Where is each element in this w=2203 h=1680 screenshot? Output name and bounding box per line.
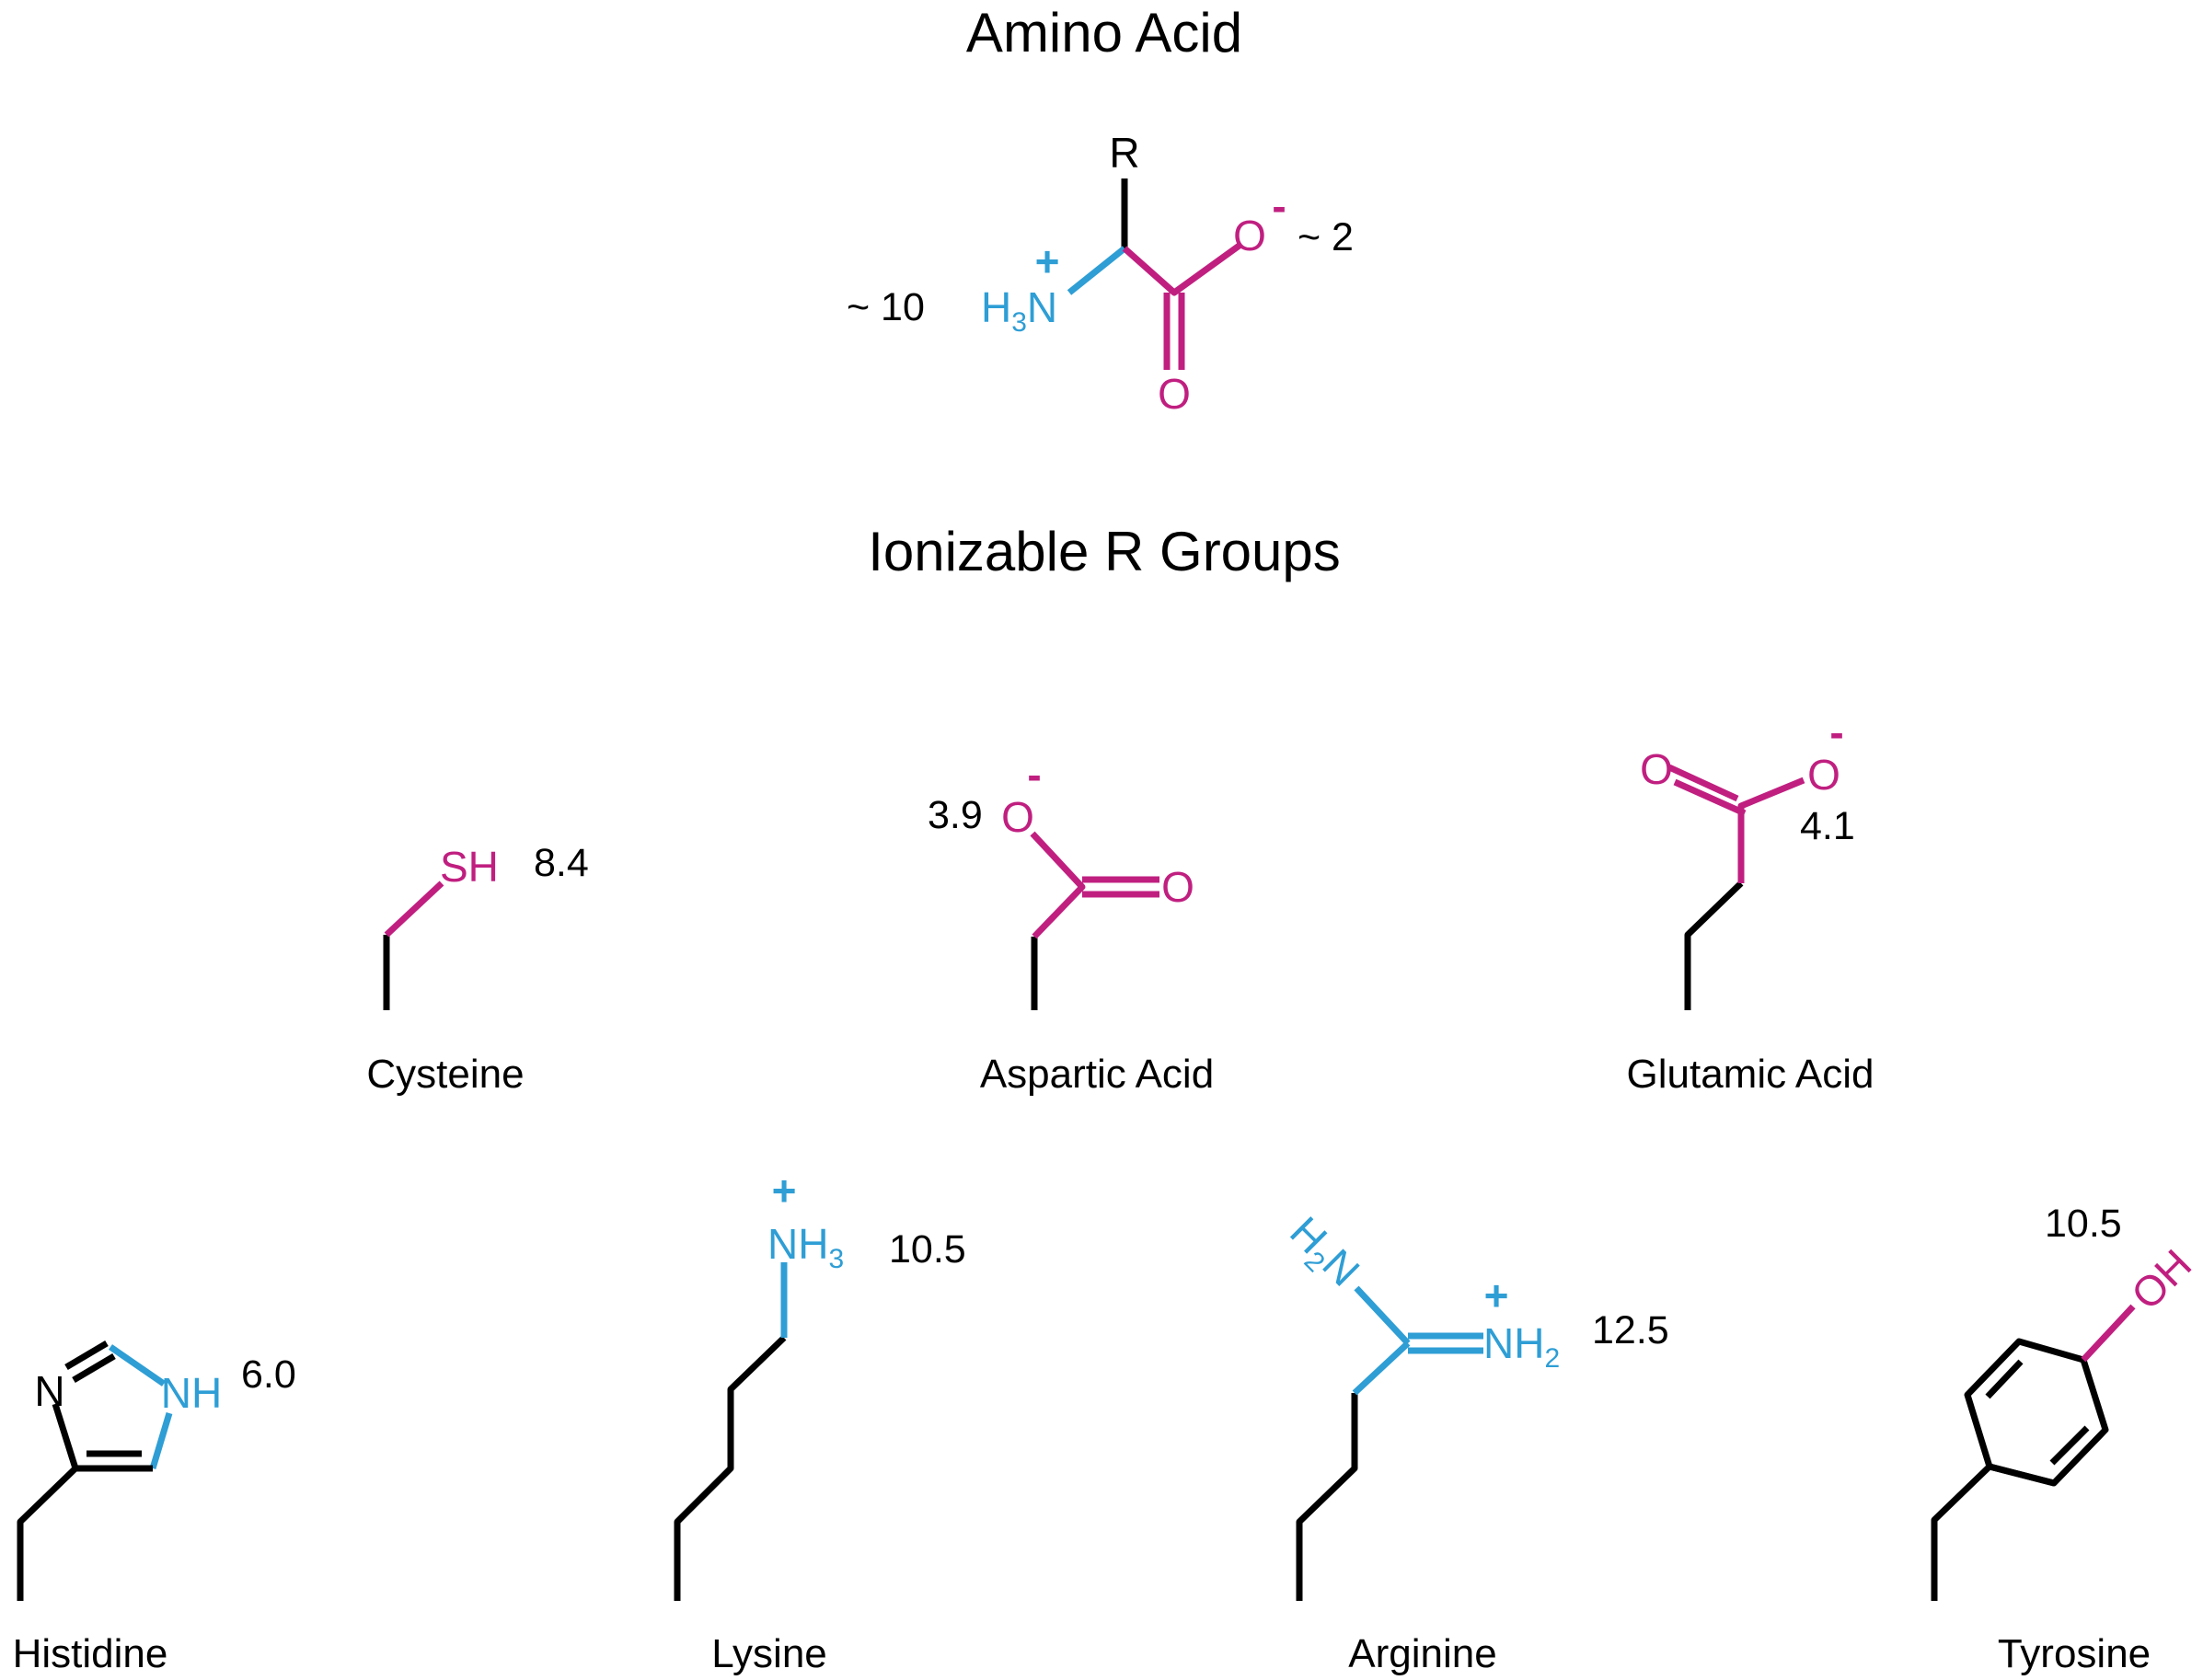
arginine-iminium: NH2 [1483,1319,1560,1374]
histidine-ring-nh-c-bond [149,1411,173,1470]
histidine-ring-n-c-bond-b [72,1352,116,1384]
tyrosine-benzene-ring [1964,1338,2109,1487]
cysteine-name: Cysteine [366,1052,524,1097]
lysine-carbon-chain [674,1335,787,1601]
glutamic-negative-charge: - [1829,708,1843,756]
lysine-pka: 10.5 [889,1227,966,1272]
aspartic-name: Aspartic Acid [980,1052,1214,1097]
histidine-ring-nh: NH [161,1369,222,1417]
cysteine-thiol: SH [440,843,499,891]
glutamic-double-bond-a [1667,764,1739,802]
carboxyl-pka: ~ 2 [1298,215,1354,259]
glutamic-double-bond-b [1673,778,1747,817]
glutamic-oxygen-single: O [1807,751,1840,799]
tyrosine-pka: 10.5 [2045,1202,2122,1246]
tyrosine-ch2-bonds [1931,1464,1992,1601]
glutamic-pka: 4.1 [1800,804,1855,848]
histidine-ch2-bonds [17,1466,78,1601]
svg-text:OH: OH [2122,1240,2201,1319]
glutamic-carboxyl-single [1737,777,1805,883]
amine-positive-charge: + [1035,237,1060,285]
histidine-ring-nitrogen: N [34,1367,64,1415]
aspartic-pka: 3.9 [928,793,983,837]
lysine-name: Lysine [711,1631,827,1676]
lysine-positive-charge: + [772,1167,797,1214]
aspartic-oxygen-single: O [1001,793,1034,841]
amino-acid-backbone: R H3N + O - O ~ 10 ~ 2 [847,129,1354,418]
aspartic-oxygen-double: O [1161,863,1194,911]
arginine-name: Arginine [1348,1631,1496,1676]
residue-aspartic-acid: O - O 3.9 Aspartic Acid [928,751,1214,1097]
tyrosine-name: Tyrosine [1998,1631,2151,1676]
amine-h-label: H3N [981,283,1057,338]
carboxyl-oxygen-top: O [1233,212,1266,259]
heading-amino-acid: Amino Acid [966,2,1242,63]
r-group-label: R [1109,129,1139,177]
cysteine-pka: 8.4 [534,841,589,885]
tyrosine-c-o-bond [2081,1304,2136,1363]
residue-lysine: NH3 + 10.5 Lysine [674,1167,966,1676]
lysine-ammonium: NH3 [767,1220,844,1274]
aspartic-carboxyl-single [1030,831,1086,939]
arginine-pka: 12.5 [1592,1308,1669,1352]
tyrosine-ring-double-2 [2049,1425,2090,1466]
glutamic-ch2-bonds [1684,880,1744,1010]
residue-tyrosine: OH 10.5 Tyrosine [1931,1202,2201,1676]
arginine-c-nh2-bond [1354,1285,1411,1346]
residue-cysteine: SH 8.4 Cysteine [366,841,588,1097]
tyrosine-ring-edge [1989,1463,2055,1487]
glutamic-name: Glutamic Acid [1627,1052,1874,1097]
arginine-carbon-chain [1296,1393,1358,1601]
arginine-n-c-bond [1352,1341,1411,1396]
arginine-positive-charge: + [1484,1272,1509,1319]
tyrosine-ring-double-1 [1985,1359,2024,1399]
cysteine-c-s-bond [384,880,444,938]
aspartic-negative-charge: - [1027,751,1041,799]
svg-text:H2N: H2N [1276,1207,1369,1300]
histidine-ring-c-nh-bond [109,1344,166,1387]
alpha-carbon-amine-bond [1067,246,1127,295]
carboxyl-single-bond [1122,242,1243,296]
histidine-name: Histidine [13,1631,168,1676]
carboxyl-negative-charge: - [1272,182,1286,230]
histidine-ring-n-c-bond-a [64,1340,109,1371]
glutamic-oxygen-double: O [1640,745,1673,793]
heading-ionizable-r-groups: Ionizable R Groups [868,521,1341,582]
tyrosine-hydroxyl: OH [2122,1240,2201,1319]
residue-arginine: H2N NH2 + 12.5 Arginine [1276,1207,1669,1676]
carboxyl-oxygen-bottom: O [1158,370,1191,418]
residue-histidine: N NH 6.0 Histidine [13,1340,296,1676]
arginine-amino-group: H2N [1276,1207,1369,1300]
histidine-ring-c-n-bond [52,1402,79,1470]
histidine-pka: 6.0 [241,1352,296,1397]
amine-pka: ~ 10 [847,285,925,329]
residue-glutamic-acid: O O - 4.1 Glutamic Acid [1627,708,1874,1097]
